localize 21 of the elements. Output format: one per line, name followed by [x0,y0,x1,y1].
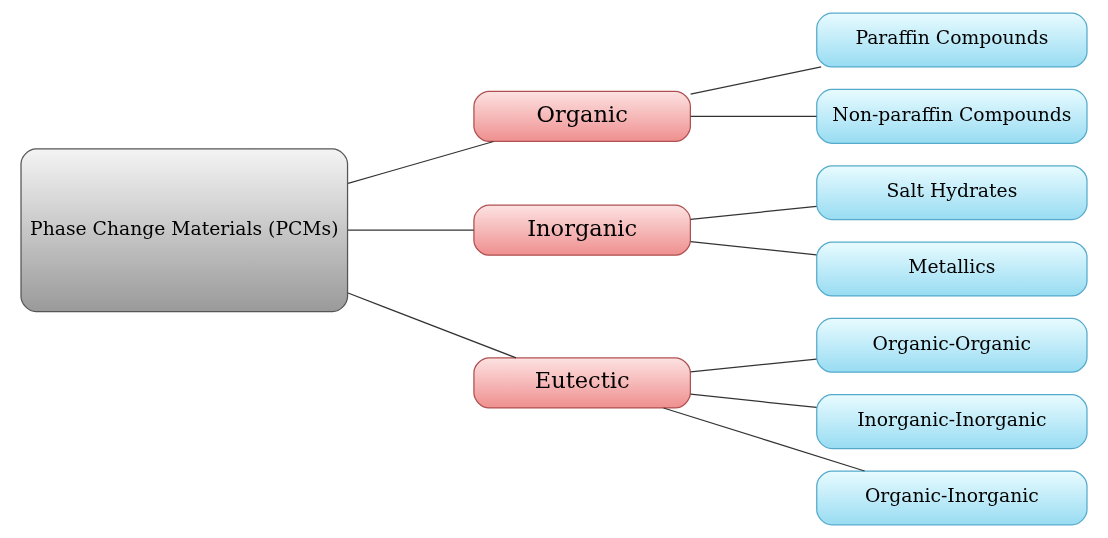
node-box: Eutectic [473,357,691,409]
connector [689,358,818,373]
connector [347,140,495,185]
node-box: Phase Change Materials (PCMs) [20,148,349,313]
connector [689,115,818,117]
node-box: Paraffin Compounds [816,12,1088,68]
node-box: Organic-Inorganic [816,470,1088,526]
node-box: Salt Hydrates [816,165,1088,221]
connector [689,205,818,220]
node-box: Metallics [816,241,1088,297]
node-box: Organic-Organic [816,317,1088,373]
connector [689,240,818,256]
connector [662,407,866,472]
node-box: Non-paraffin Compounds [816,88,1088,144]
connector [689,66,822,95]
connector [347,292,517,359]
connector [347,229,475,231]
connector [689,393,818,409]
node-box: Organic [473,90,691,142]
node-box: Inorganic [473,204,691,256]
node-box: Inorganic-Inorganic [816,394,1088,450]
